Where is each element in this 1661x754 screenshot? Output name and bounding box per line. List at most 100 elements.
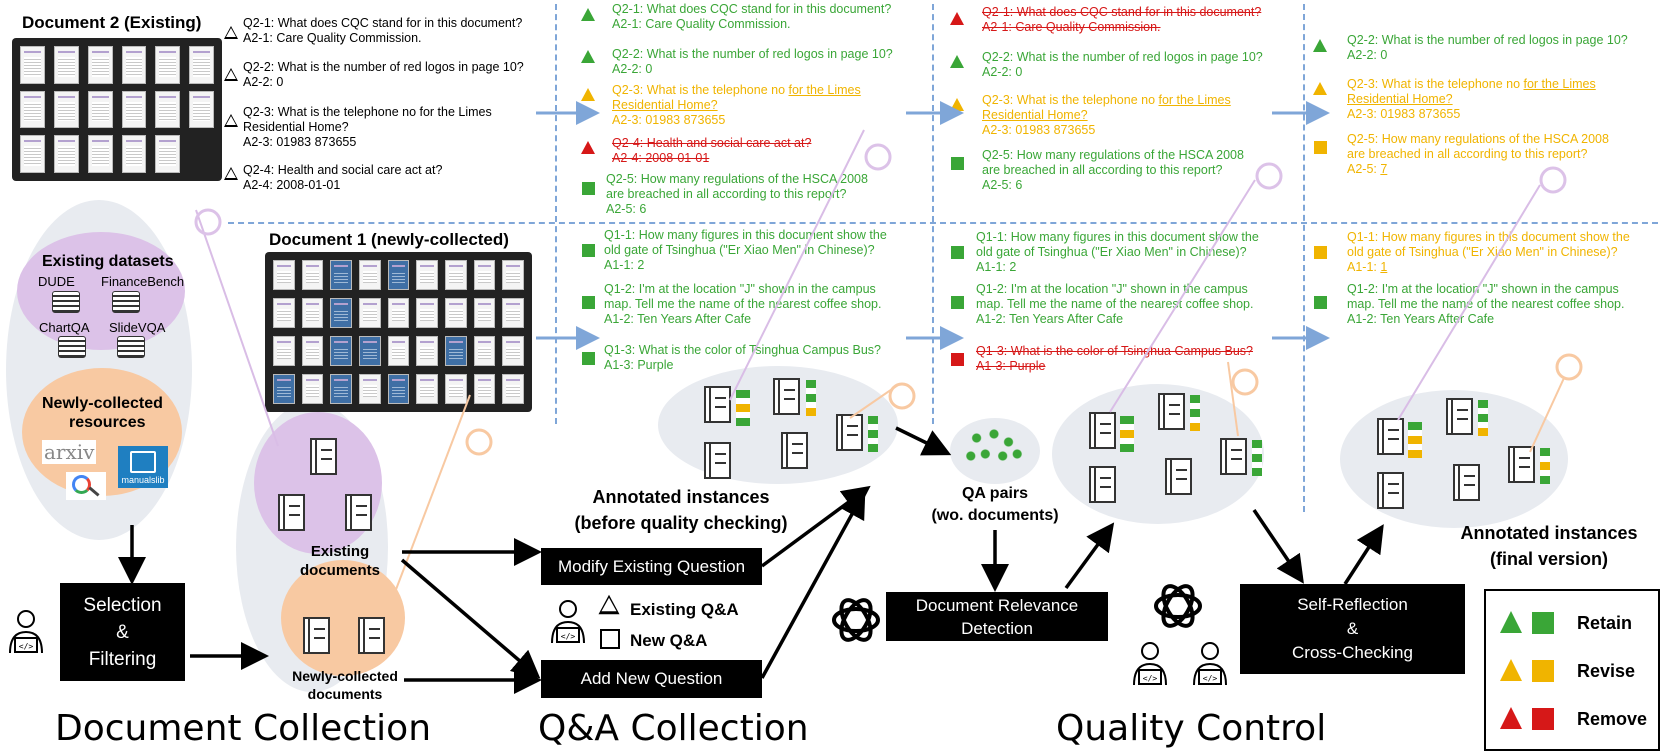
question: Q2-2: What is the number of red logos in… (243, 60, 524, 74)
page-thumb (155, 90, 181, 129)
document-book-icon (358, 617, 385, 654)
answer: A2-4: 2008-01-01 (243, 178, 341, 192)
page-thumb (330, 374, 352, 404)
answer: A2-3: 01983 873655 (1347, 107, 1461, 121)
relevance-line1: Document Relevance (915, 595, 1079, 615)
question-cont: are breached in all according to this re… (982, 163, 1223, 177)
question-revised-part: for the Limes (1523, 77, 1596, 91)
page-thumb (20, 46, 45, 84)
document-book-icon (1089, 466, 1116, 503)
answer: A1-2: Ten Years After Cafe (604, 312, 752, 326)
grid-divider-v2 (932, 4, 934, 424)
link-line (391, 394, 471, 601)
marker-cluster (1540, 448, 1550, 484)
question-part: Q2-3: What is the telephone no (1347, 77, 1524, 91)
qa-pairs-markers (965, 426, 1023, 466)
answer: A1-3: Purple (976, 359, 1046, 373)
question: Q1-3: What is the color of Tsinghua Camp… (976, 344, 1253, 358)
page-thumb (387, 336, 410, 366)
page-thumb (387, 374, 410, 404)
page-thumb (444, 298, 467, 328)
page-thumb (273, 298, 295, 328)
magnifier-icon (465, 428, 493, 456)
annotated-final-caption: Annotated instances (final version) (1434, 520, 1661, 572)
svg-text:</>: </> (19, 642, 34, 651)
revise-square-icon (1532, 660, 1554, 682)
question-cont: Residential Home? (982, 108, 1088, 122)
add-new-question-box[interactable]: Add New Question (541, 660, 762, 698)
dataset-slidevqa: SlideVQA (109, 320, 166, 335)
document-book-icon (773, 378, 800, 415)
question-cont: map. Tell me the name of the nearest cof… (604, 297, 882, 311)
magnifier-icon (1255, 162, 1283, 190)
document-book-icon (1089, 412, 1116, 449)
new-qa-label: New Q&A (630, 631, 708, 650)
page-thumb (87, 46, 113, 84)
page-thumb (53, 46, 79, 84)
manualslib-label: manualslib (121, 475, 165, 485)
retain-triangle-icon (1313, 39, 1327, 52)
question: Q1-1: How many figures in this document … (976, 230, 1259, 244)
modify-existing-question-box[interactable]: Modify Existing Question (541, 548, 762, 585)
answer-part: A1-1: (1347, 260, 1381, 274)
answer: A2-2: 0 (243, 75, 284, 89)
answer: A2-3: 01983 873655 (982, 123, 1096, 137)
legend-retain-label: Retain (1577, 613, 1633, 633)
page-thumb (502, 298, 524, 328)
page-thumb (444, 336, 467, 366)
caption-line2: (before quality checking) (574, 513, 788, 533)
document-relevance-box[interactable]: Document Relevance Detection (886, 592, 1108, 641)
answer: A1-2: Ten Years After Cafe (976, 312, 1124, 326)
existing-documents-label: Existing documents (300, 542, 380, 580)
page-thumb (387, 260, 410, 290)
existing-qa-triangle-icon (224, 167, 238, 180)
existing-qa-triangle-icon (224, 68, 238, 81)
ampersand-label: & (116, 621, 129, 643)
answer: A2-2: 0 (612, 62, 653, 76)
retain-triangle-icon (581, 50, 595, 63)
page-thumb (273, 374, 295, 404)
page-thumb (473, 374, 496, 404)
self-reflection-box[interactable]: Self-Reflection & Cross-Checking (1240, 584, 1465, 674)
page-thumb (121, 46, 147, 84)
caption-line1: QA pairs (961, 485, 1029, 502)
page-thumb (473, 336, 496, 366)
remove-square-icon (951, 353, 964, 366)
page-thumb (87, 135, 113, 173)
existing-documents-line1: Existing (310, 543, 370, 560)
question: Q2-3: What is the telephone no for the L… (1347, 77, 1596, 92)
filtering-label: Filtering (88, 648, 157, 670)
revise-triangle-icon (1313, 82, 1327, 95)
annotator-person-icon: </> (9, 610, 43, 654)
answer: A1-1: 2 (976, 260, 1017, 274)
page-thumb (301, 260, 324, 290)
selection-label: Selection (83, 594, 162, 616)
retain-square-icon (951, 296, 964, 309)
answer: A1-2: Ten Years After Cafe (1347, 312, 1495, 326)
question-part: Q2-3: What is the telephone no (612, 83, 789, 97)
document-book-icon (1453, 464, 1480, 501)
selection-filtering-box[interactable]: Selection & Filtering (60, 583, 185, 681)
openai-icon (832, 598, 880, 642)
page-thumb (387, 298, 410, 328)
page-thumb (189, 90, 214, 129)
question-cont: map. Tell me the name of the nearest cof… (1347, 297, 1625, 311)
doc1-title: Document 1 (newly-collected) (269, 230, 509, 249)
grid-divider-h (228, 222, 1658, 224)
existing-datasets-blob (17, 232, 185, 350)
marker-cluster (868, 416, 878, 452)
document-book-icon (310, 438, 337, 475)
retain-square-icon (582, 182, 595, 195)
magnifier-icon (864, 143, 892, 171)
page-thumb (155, 46, 181, 84)
existing-qa-label: Existing Q&A (630, 600, 739, 619)
question-cont: old gate of Tsinghua ("Er Xiao Men" in C… (976, 245, 1247, 259)
black-arrow (400, 558, 541, 679)
document-book-icon (836, 414, 863, 451)
page-thumb (358, 260, 381, 290)
answer: A2-5: 6 (982, 178, 1023, 192)
page-thumb (473, 298, 496, 328)
revise-square-icon (1314, 246, 1327, 259)
page-thumb (121, 135, 147, 173)
page-thumb (444, 374, 467, 404)
